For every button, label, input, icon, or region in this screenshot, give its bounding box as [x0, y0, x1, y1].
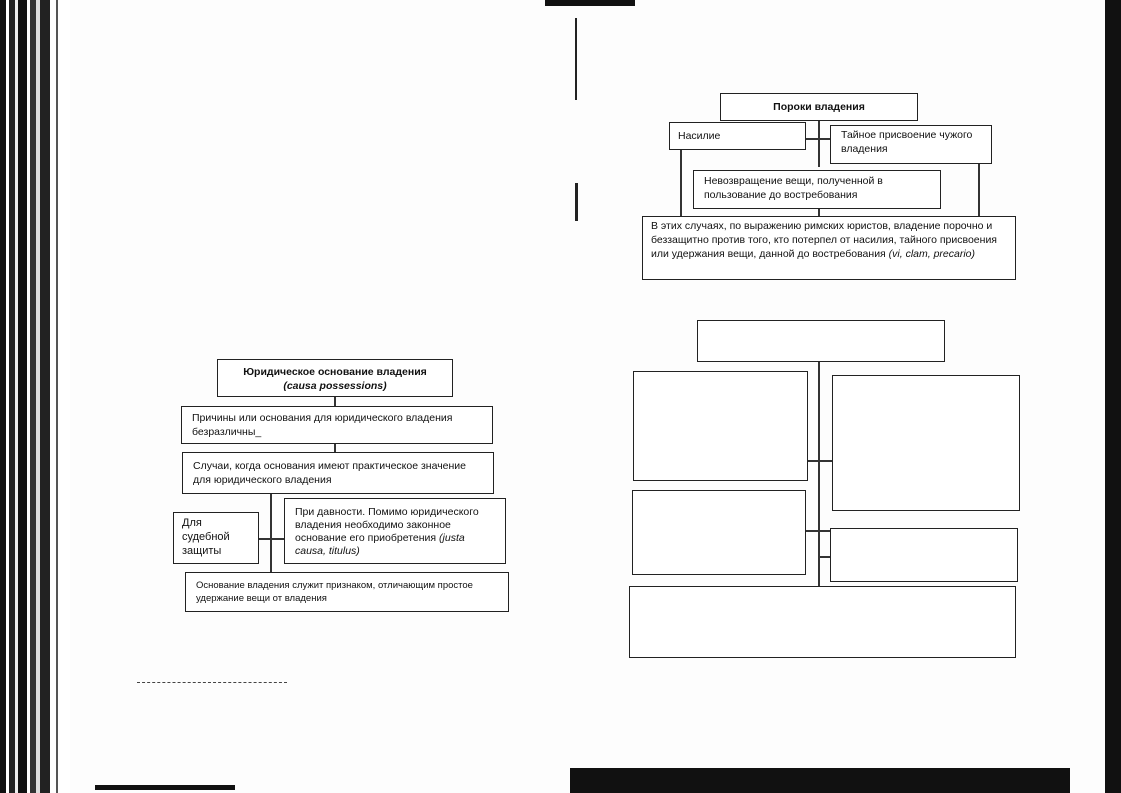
- distinguishing-sign-box: Основание владения служит признаком, отл…: [185, 572, 509, 612]
- scan-edge: [570, 768, 1070, 793]
- practical-cases-text: Случаи, когда основания имеют практическ…: [193, 460, 467, 486]
- empty-box-e[interactable]: [629, 586, 1016, 658]
- legal-basis-title-box: Юридическое основание владения (causa po…: [217, 359, 453, 397]
- non-return-text: Невозвращение вещи, полученной в пользов…: [704, 175, 883, 201]
- judicial-protection-box: Для судебной защиты: [173, 512, 259, 564]
- connector: [680, 150, 682, 216]
- connector: [818, 121, 820, 167]
- legal-basis-title: Юридическое основание владения: [243, 366, 427, 378]
- footnote-rule: [137, 682, 287, 683]
- possession-vices-title: Пороки владения: [773, 101, 865, 113]
- connector: [806, 530, 832, 532]
- empty-title-box[interactable]: [697, 320, 945, 362]
- connector: [808, 460, 832, 462]
- empty-box-a[interactable]: [633, 371, 808, 481]
- empty-box-c[interactable]: [632, 490, 806, 575]
- scan-binding-shadow: [0, 0, 70, 793]
- connector: [334, 397, 336, 406]
- practical-cases-box: Случаи, когда основания имеют практическ…: [182, 452, 494, 494]
- connector: [818, 362, 820, 586]
- connector: [818, 556, 832, 558]
- legal-basis-title-latin: (causa possessions): [283, 380, 387, 392]
- reasons-indifferent-text: Причины или основания для юридического в…: [192, 412, 453, 438]
- scan-edge-right: [1105, 0, 1121, 793]
- judicial-protection-text: Для судебной защиты: [182, 517, 230, 557]
- gutter-mark: [575, 18, 577, 100]
- non-return-box: Невозвращение вещи, полученной в пользов…: [693, 170, 941, 209]
- secret-appropriation-box: Тайное присвоение чужого владения: [830, 125, 992, 164]
- scan-edge: [95, 785, 235, 790]
- violence-box: Насилие: [669, 122, 806, 150]
- roman-jurists-box: В этих случаях, по выражению римских юри…: [642, 216, 1016, 280]
- scan-edge: [545, 0, 635, 6]
- connector: [270, 494, 272, 576]
- distinguishing-sign-text: Основание владения служит признаком, отл…: [196, 580, 473, 604]
- gutter-mark: [575, 183, 578, 221]
- connector: [806, 138, 830, 140]
- empty-box-b[interactable]: [832, 375, 1020, 511]
- reasons-indifferent-box: Причины или основания для юридического в…: [181, 406, 493, 444]
- empty-box-d[interactable]: [830, 528, 1018, 582]
- connector: [818, 209, 820, 217]
- connector: [334, 444, 336, 452]
- prescription-text: При давности. Помимо юридического владен…: [295, 506, 479, 544]
- prescription-latin: (justa causa, titulus): [295, 532, 465, 557]
- violence-text: Насилие: [678, 130, 721, 142]
- possession-vices-title-box: Пороки владения: [720, 93, 918, 121]
- secret-appropriation-text: Тайное присвоение чужого владения: [841, 129, 973, 155]
- roman-jurists-latin: (vi, clam, precario): [888, 248, 976, 260]
- prescription-box: При давности. Помимо юридического владен…: [284, 498, 506, 564]
- roman-jurists-text: В этих случаях, по выражению римских юри…: [651, 220, 997, 260]
- connector: [978, 164, 980, 216]
- connector: [259, 538, 284, 540]
